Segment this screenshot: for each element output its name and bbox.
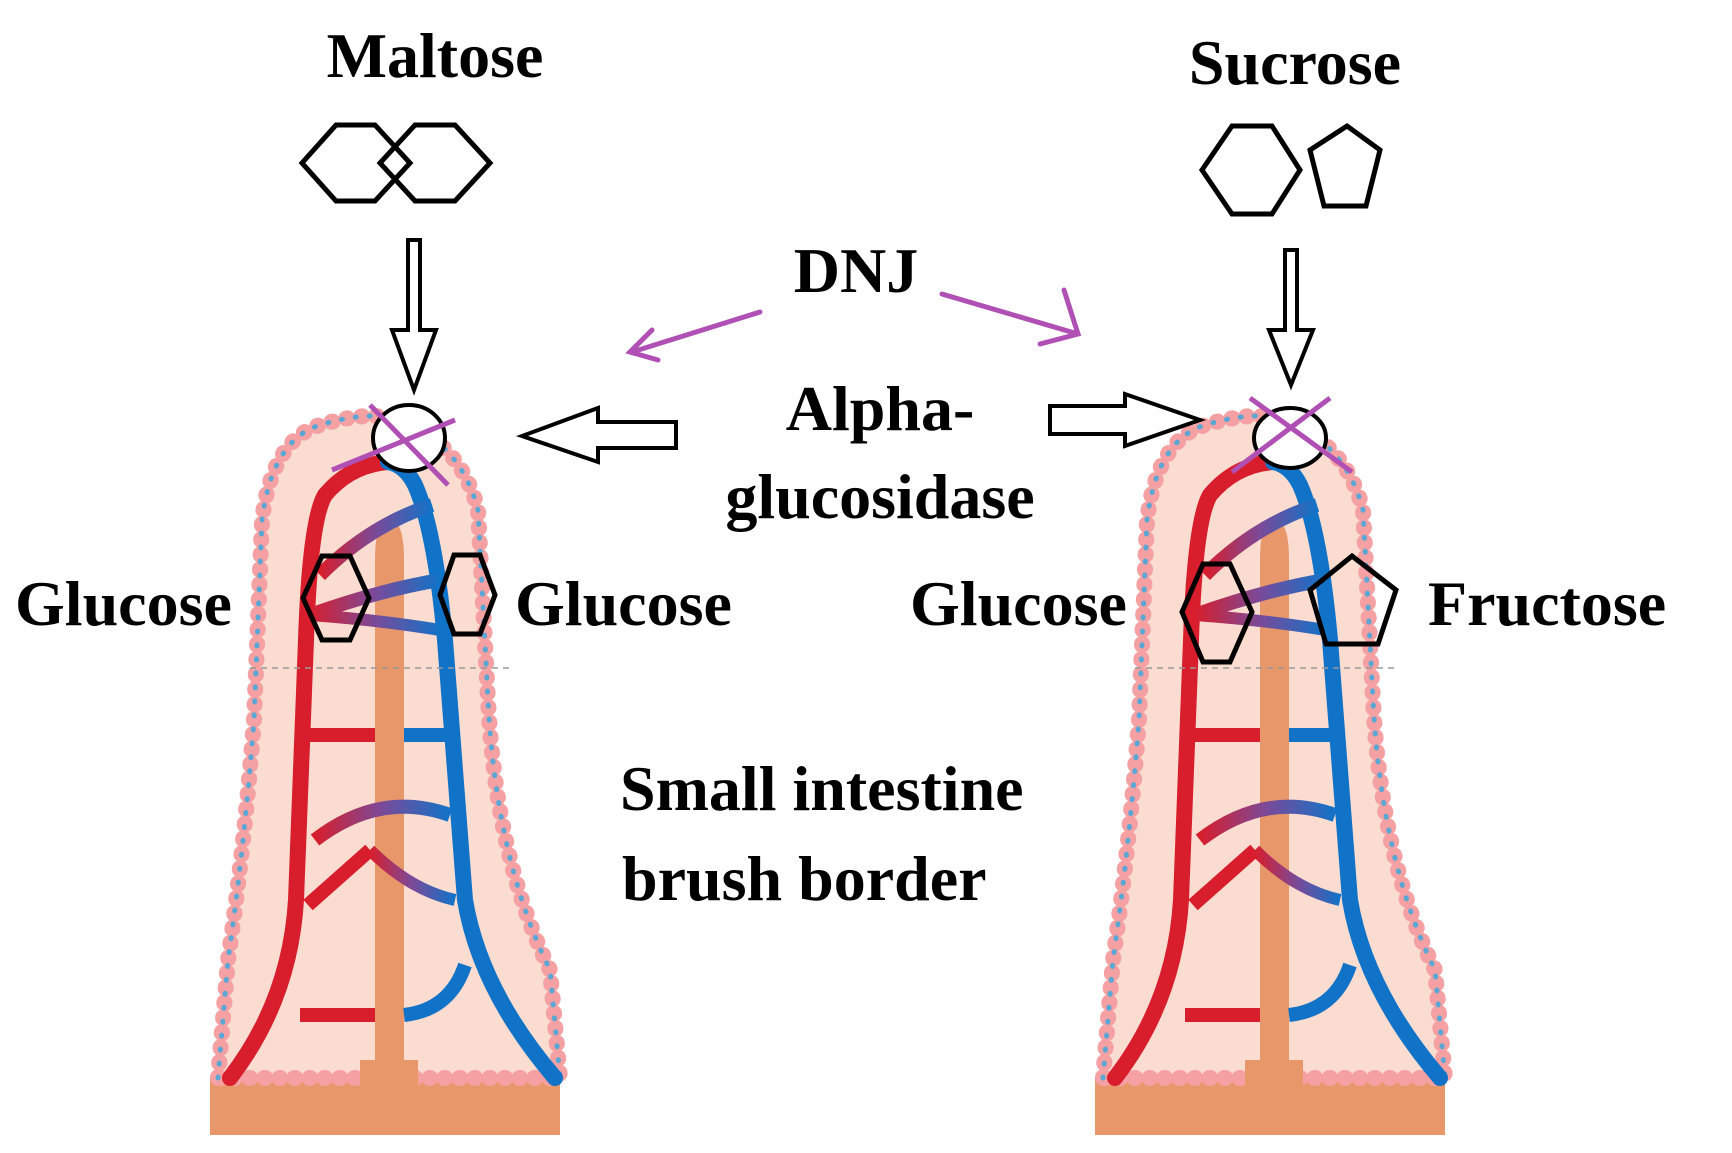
alpha-glucosidase-label-line1: Alpha-: [786, 373, 975, 444]
right-glucose-hexagon-icon: [1179, 561, 1255, 665]
right-enzyme-inhibited-icon: [1230, 395, 1354, 475]
left-glucose-label-a: Glucose: [15, 568, 232, 639]
right-villus: [1095, 416, 1445, 1135]
right-glucose-label: Glucose: [910, 568, 1127, 639]
dnj-label: DNJ: [794, 235, 918, 306]
left-glucose-a-hexagon-icon: [300, 553, 372, 643]
tissue-label-line1: Small intestine: [620, 753, 1024, 824]
maltose-down-arrow-icon: [389, 238, 439, 396]
left-glucose-label-b: Glucose: [515, 568, 732, 639]
sucrose-structure-icon: [1198, 122, 1383, 217]
dnj-inhibition-arrow-right-icon: [939, 287, 1082, 347]
maltose-label: Maltose: [327, 20, 544, 91]
left-hollow-arrow-icon: [516, 405, 678, 465]
right-hollow-arrow-icon: [1048, 391, 1207, 449]
right-fructose-pentagon-icon: [1307, 552, 1399, 647]
tissue-label-line2: brush border: [622, 843, 987, 914]
right-fructose-label: Fructose: [1428, 568, 1666, 639]
left-enzyme-inhibited-icon: [331, 403, 456, 487]
sucrose-down-arrow-icon: [1266, 248, 1316, 391]
alpha-glucosidase-label-line2: glucosidase: [725, 461, 1034, 532]
dnj-inhibition-arrow-left-icon: [625, 309, 763, 363]
left-glucose-b-hexagon-icon: [437, 552, 498, 637]
sucrose-label: Sucrose: [1189, 27, 1401, 98]
maltose-structure-icon: [298, 122, 494, 204]
left-villus: [210, 416, 560, 1135]
